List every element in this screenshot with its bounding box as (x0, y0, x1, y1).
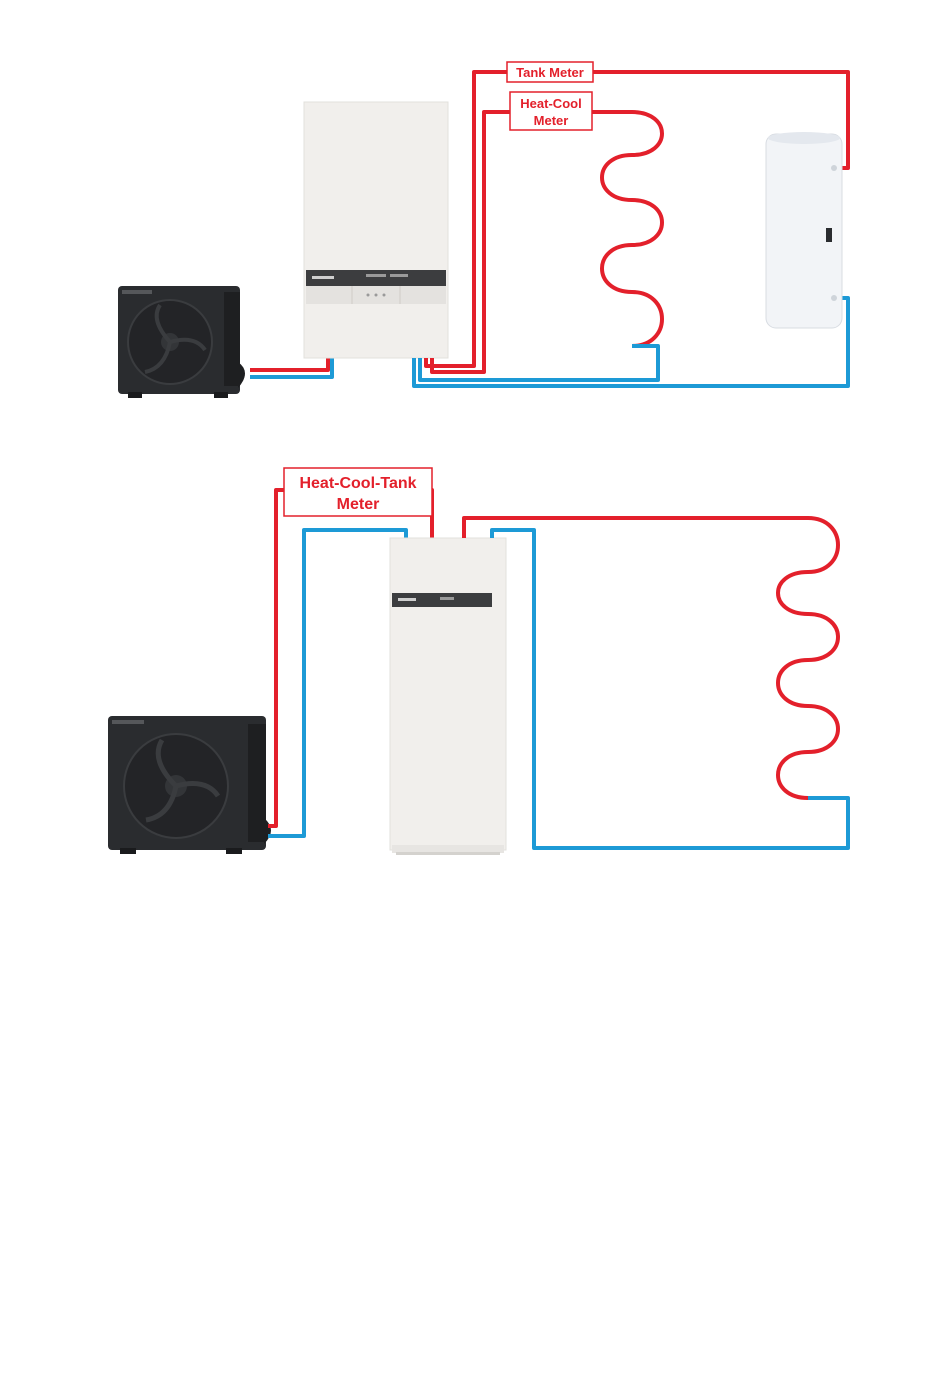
heat-cool-tank-meter-label-line1: Heat-Cool-Tank (299, 475, 416, 492)
bottom-diagram: Heat-Cool-Tank Meter (108, 468, 848, 855)
tank-meter-label: Tank Meter (516, 65, 584, 80)
wall-indoor-unit (304, 102, 448, 358)
heat-cool-tank-meter-label-line2: Meter (337, 496, 380, 513)
floor-indoor-unit (390, 538, 506, 855)
heat-cool-circuit (420, 112, 662, 380)
outdoor-unit-top (118, 286, 245, 398)
top-diagram: Tank Meter Heat-Cool Meter (118, 62, 848, 398)
pipes-outdoor-to-indoor-top (250, 358, 332, 377)
heat-cool-meter-label-line1: Heat-Cool (520, 96, 581, 111)
heat-cool-meter-label-line2: Meter (534, 113, 569, 128)
tank-meter-label-box: Tank Meter (507, 62, 593, 82)
outdoor-unit-bottom (108, 716, 271, 854)
hot-water-tank (766, 132, 842, 328)
heat-cool-meter-label-box: Heat-Cool Meter (510, 92, 592, 130)
heat-cool-tank-meter-label-box: Heat-Cool-Tank Meter (284, 468, 432, 516)
heat-cool-tank-circuit (464, 518, 848, 848)
